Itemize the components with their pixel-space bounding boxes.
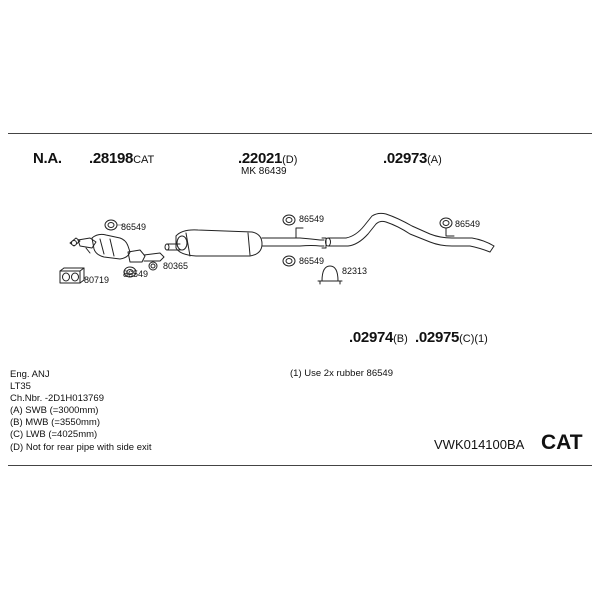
rubber-mount-mid-lower [282,255,296,267]
middle-silencer-suffix: (D) [282,154,298,166]
rear-pipe-b-label: .02974(B) [349,330,408,346]
rear-pipe-b-number: .02974 [349,329,394,346]
callout-rubber-cat-lower: 86549 [123,269,149,279]
rear-pipe-drawing [325,212,495,253]
vehicle-notes: Eng. ANJ LT35 Ch.Nbr. -2D1H013769 (A) SW… [10,369,152,454]
note-line: (B) MWB (=3550mm) [10,417,100,429]
cat-converter-number: .28198 [89,150,134,167]
callout-ring-80365: 80365 [163,261,189,271]
rubber-mount-cat-lower [123,266,137,278]
rear-pipe-a-number: .02973 [383,150,428,167]
rear-pipe-b-suffix: (B) [393,333,408,345]
catalytic-converter-drawing [69,233,165,263]
note-line: (C) LWB (=4025mm) [10,429,98,441]
mk-kit-label: MK 86439 [241,166,287,177]
cat-converter-label: .28198CAT [89,151,154,167]
callout-clamp-82313: 82313 [342,266,368,276]
clamp-82313-drawing [317,265,343,285]
system-type-badge: CAT [541,431,583,454]
bottom-border-line [8,465,592,466]
middle-silencer-label: .22021(D) [238,151,297,167]
rear-pipe-c-label: .02975(C)(1) [415,330,488,346]
footnote-text: (1) Use 2x rubber 86549 [290,368,393,379]
top-border-line [8,133,592,134]
callout-rubber-mid-lower: 86549 [299,256,325,266]
callout-rubber-rear: 86549 [455,219,481,229]
ring-80365-drawing [148,261,158,271]
rear-pipe-c-number: .02975 [415,329,460,346]
rear-pipe-a-suffix: (A) [427,154,442,166]
gasket-80719-drawing [59,267,85,284]
middle-silencer-number: .22021 [238,150,283,167]
middle-silencer-drawing [164,227,327,257]
callout-rubber-mid-upper: 86549 [299,214,325,224]
note-line: Ch.Nbr. -2D1H013769 [10,393,104,405]
note-line: LT35 [10,381,31,393]
note-line: (D) Not for rear pipe with side exit [10,441,152,453]
system-code: VWK014100BA [434,437,525,452]
callout-rubber-cat-upper: 86549 [121,222,147,232]
rear-pipe-c-suffix: (C)(1) [459,333,488,345]
rubber-mount-cat-upper [104,219,124,231]
note-line: (A) SWB (=3000mm) [10,405,99,417]
callout-gasket-80719: 80719 [84,275,110,285]
na-label: N.A. [33,150,62,167]
note-line: Eng. ANJ [10,369,50,380]
rubber-mount-rear [439,217,453,229]
cat-converter-suffix: CAT [133,154,155,166]
rear-pipe-a-label: .02973(A) [383,151,442,167]
rubber-mount-mid-upper [282,214,296,226]
